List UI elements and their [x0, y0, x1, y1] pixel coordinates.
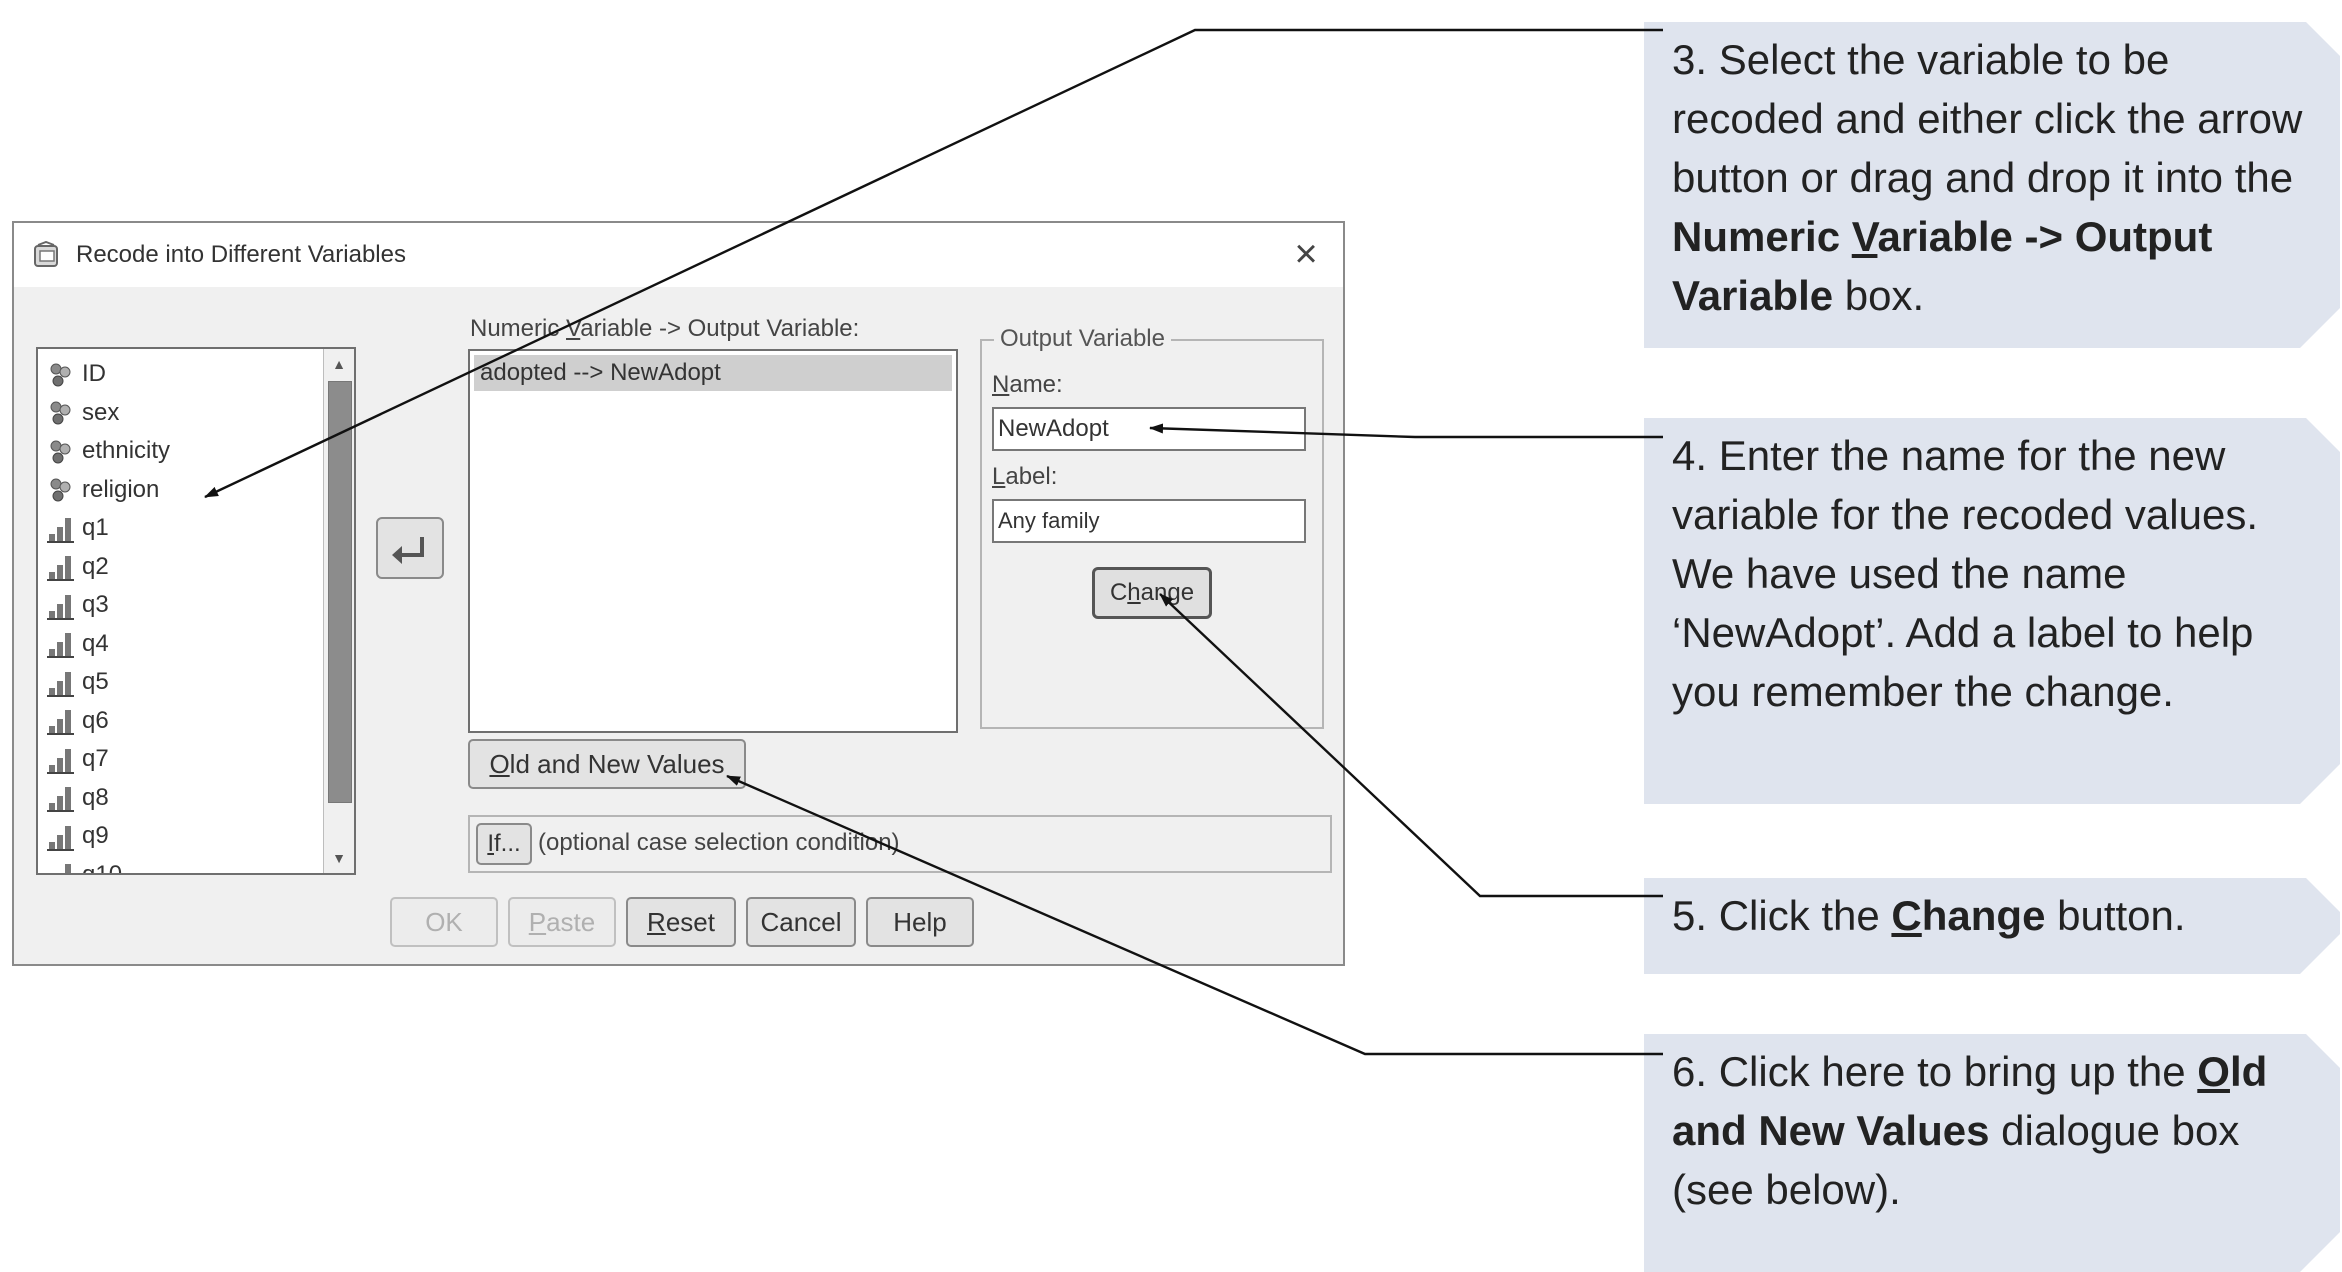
variable-list-item[interactable]: religion: [46, 473, 159, 507]
variable-label: q7: [82, 745, 109, 772]
if-condition-strip: If... (optional case selection condition…: [468, 815, 1332, 873]
label-label: Label:: [992, 463, 1058, 490]
variable-list-item[interactable]: ethnicity: [46, 434, 170, 468]
variable-label: q3: [82, 591, 109, 618]
scale-icon: [46, 860, 76, 873]
numvar-output-label: Numeric Variable -> Output Variable:: [470, 315, 860, 342]
paste-button[interactable]: Paste: [508, 897, 616, 947]
list-item[interactable]: adopted --> NewAdopt: [474, 355, 952, 391]
variable-label: q6: [82, 706, 109, 734]
variable-list-item[interactable]: ID: [46, 357, 106, 391]
callout-step-4-text: 4. Enter the name for the new variable f…: [1672, 432, 2259, 715]
callout-step-6: 6. Click here to bring up the Old and Ne…: [1644, 1034, 2340, 1272]
scale-icon: [46, 552, 76, 582]
variable-list-item[interactable]: q8: [46, 781, 109, 815]
scale-icon: [46, 668, 76, 698]
output-variable-group: Output Variable Name: NewAdopt Label: An…: [980, 325, 1324, 729]
change-button[interactable]: Change: [1092, 567, 1212, 619]
scale-icon: [46, 629, 76, 659]
callout-step-6-bold: Old and New Values: [1672, 1048, 2268, 1154]
recode-app-icon: [34, 241, 58, 267]
scale-icon: [46, 783, 76, 813]
scroll-down-arrow-icon[interactable]: ▼: [332, 850, 346, 866]
variable-list-item[interactable]: q10: [46, 858, 123, 875]
variable-list-item[interactable]: sex: [46, 396, 119, 430]
variable-list-item[interactable]: q4: [46, 627, 109, 661]
callout-step-5-after: button.: [2045, 892, 2186, 939]
variable-list-item[interactable]: q1: [46, 511, 109, 545]
label-field[interactable]: Any family: [992, 499, 1306, 543]
help-button[interactable]: Help: [866, 897, 974, 947]
callout-step-5-before: 5. Click the: [1672, 892, 1892, 939]
scale-icon: [46, 591, 76, 621]
variable-label: q8: [82, 783, 109, 811]
scale-icon: [46, 514, 76, 544]
variable-list-scrollbar[interactable]: ▲ ▼: [323, 349, 354, 873]
ok-button[interactable]: OK: [390, 897, 498, 947]
variable-list-item[interactable]: q9: [46, 819, 109, 853]
nominal-icon: [46, 398, 76, 428]
scroll-up-arrow-icon[interactable]: ▲: [332, 356, 346, 372]
nominal-icon: [46, 437, 76, 467]
callout-step-3: 3. Select the variable to be recoded and…: [1644, 22, 2340, 348]
callout-step-4: 4. Enter the name for the new variable f…: [1644, 418, 2340, 804]
variable-label: ethnicity: [82, 437, 171, 464]
variable-label: q9: [82, 822, 109, 849]
variable-label: ID: [82, 360, 106, 387]
variable-list-item[interactable]: q7: [46, 742, 109, 776]
variable-label: q2: [82, 552, 109, 580]
callout-step-6-before: 6. Click here to bring up the: [1672, 1048, 2198, 1095]
scroll-thumb[interactable]: [328, 381, 352, 803]
variable-label: q1: [82, 514, 109, 541]
callout-step-3-text: 3. Select the variable to be recoded and…: [1672, 36, 2303, 201]
nominal-icon: [46, 360, 76, 390]
callout-step-6-after: dialogue box (see below).: [1672, 1107, 2240, 1213]
if-button[interactable]: If...: [476, 823, 532, 865]
variable-label: q10: [82, 860, 123, 875]
callout-step-5-bold: Change: [1891, 892, 2046, 939]
variable-label: q5: [82, 668, 109, 695]
variable-label: religion: [82, 475, 160, 503]
variable-label: q4: [82, 629, 109, 657]
variable-list-item[interactable]: q6: [46, 704, 109, 738]
close-button[interactable]: ×: [1294, 232, 1318, 276]
name-label: Name:: [992, 371, 1063, 398]
variable-list-item[interactable]: q2: [46, 550, 109, 584]
reset-button[interactable]: Reset: [626, 897, 736, 947]
callout-step-5: 5. Click the Change button.: [1644, 878, 2340, 974]
variable-list-item[interactable]: q3: [46, 588, 109, 622]
cancel-button[interactable]: Cancel: [746, 897, 856, 947]
dialog-titlebar: Recode into Different Variables ×: [14, 223, 1343, 287]
scale-icon: [46, 745, 76, 775]
callout-step-3-bold: Numeric Variable -> Output Variable: [1672, 213, 2213, 319]
variable-label: sex: [82, 398, 120, 426]
variable-list[interactable]: ID sex ethnicity religion q1 q2 q3 q4 q5 q6 q7 q8 q9…: [36, 347, 356, 875]
scale-icon: [46, 822, 76, 852]
output-variable-legend: Output Variable: [994, 325, 1171, 353]
old-and-new-values-button[interactable]: Old and New Values: [468, 739, 746, 789]
move-arrow-icon: [392, 537, 424, 564]
numvar-output-list[interactable]: adopted --> NewAdopt: [468, 349, 958, 733]
nominal-icon: [46, 475, 76, 505]
dialog-title: Recode into Different Variables: [76, 241, 406, 268]
if-condition-text: (optional case selection condition): [538, 829, 900, 856]
callout-step-3-after: box.: [1833, 272, 1925, 319]
variable-list-item[interactable]: q5: [46, 665, 109, 699]
move-variable-button[interactable]: [376, 517, 444, 579]
name-field[interactable]: NewAdopt: [992, 407, 1306, 451]
scale-icon: [46, 706, 76, 736]
recode-dialog: Recode into Different Variables × ID sex e…: [12, 221, 1345, 966]
